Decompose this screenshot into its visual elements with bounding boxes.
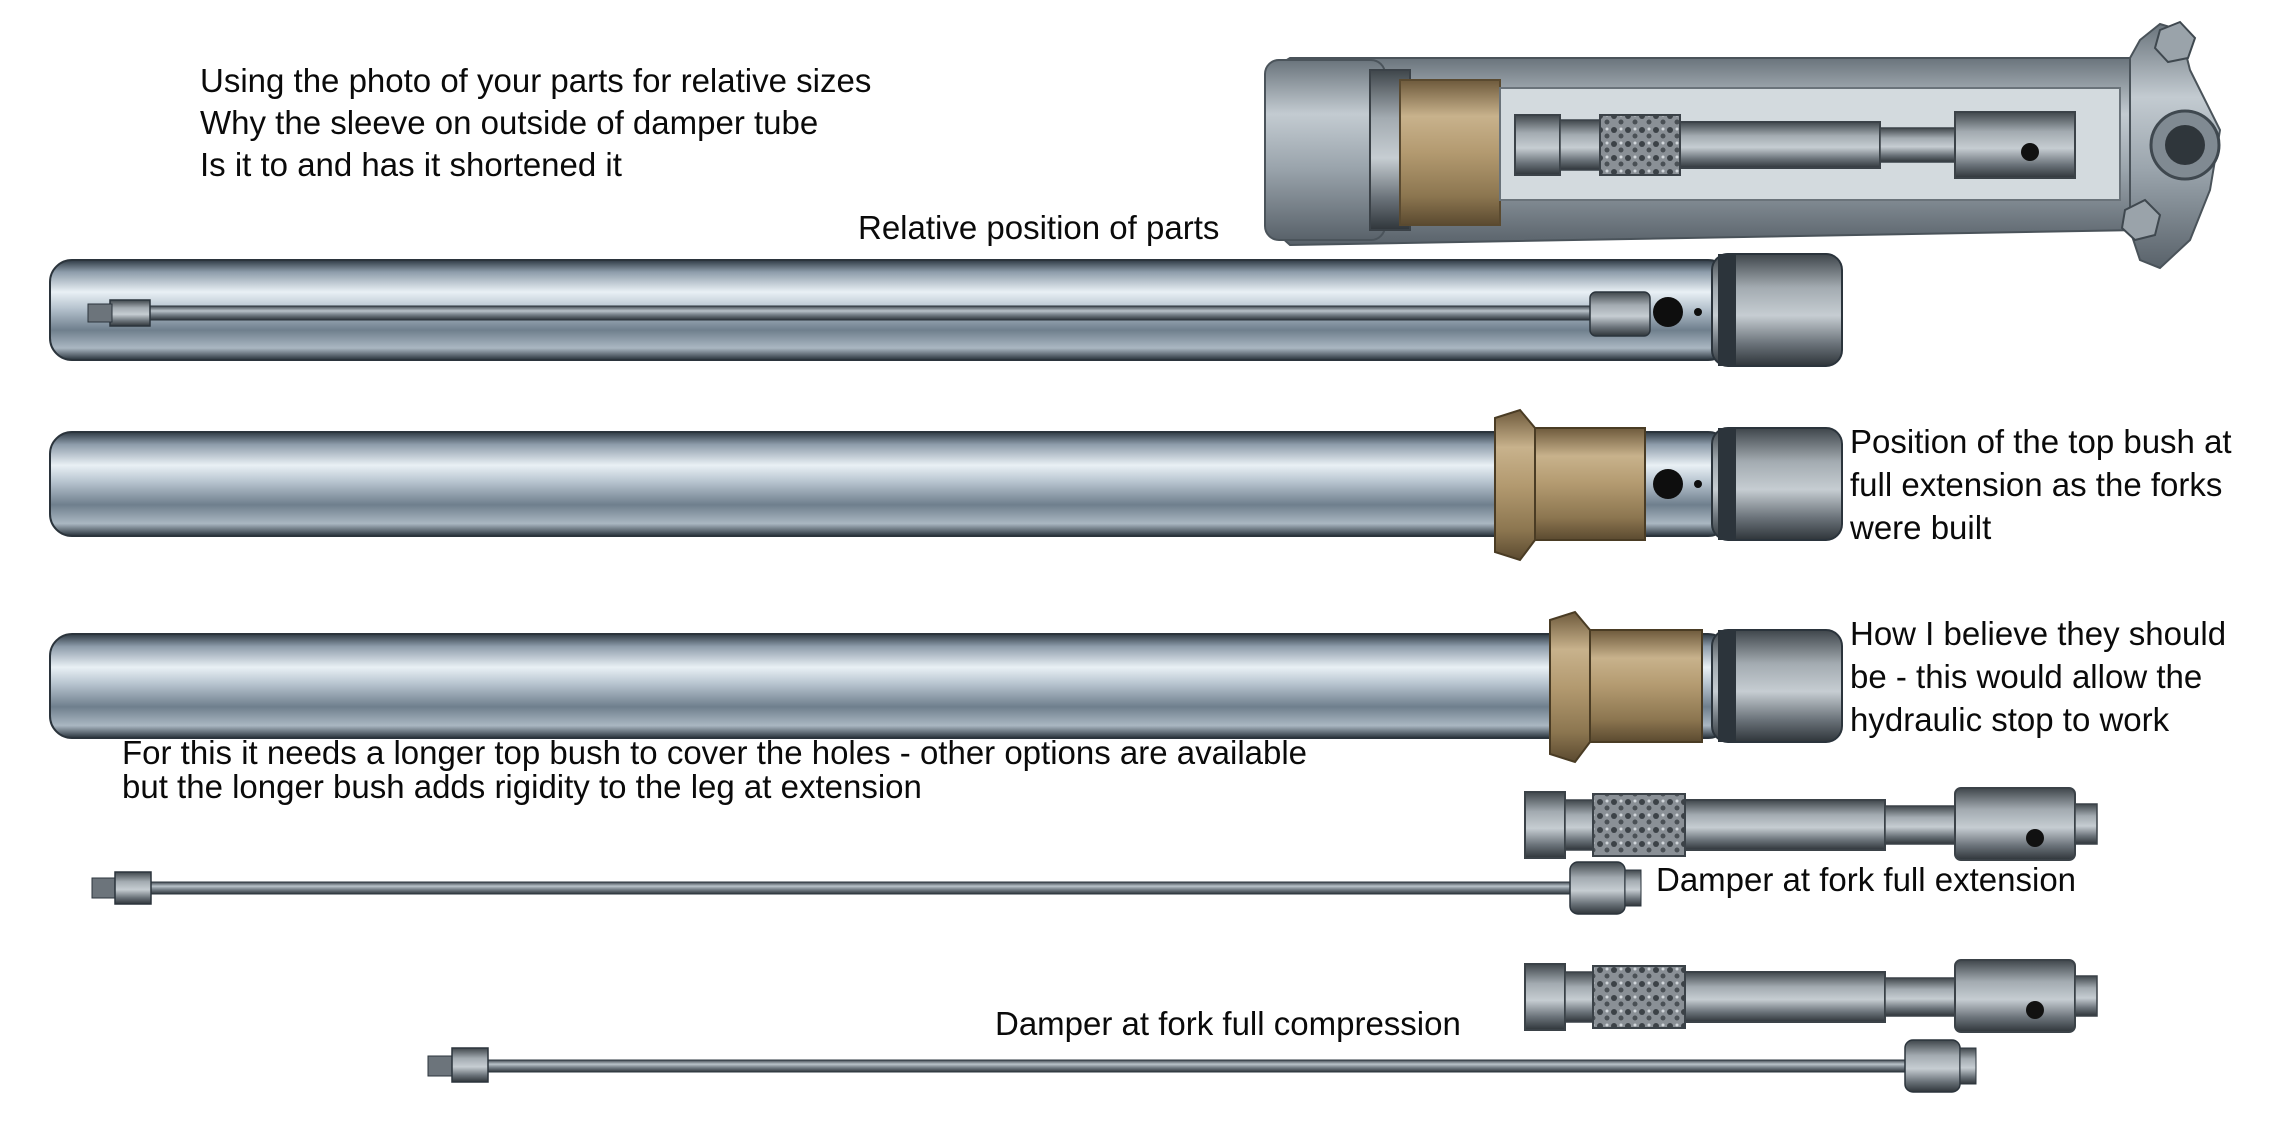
- proposed-position-label: How I believe they should be - this woul…: [1850, 612, 2226, 741]
- stanchion-bush-proposed: [49, 610, 1843, 764]
- stanchion-with-damper-rod: [49, 253, 1843, 367]
- damper-rod-extension: [91, 861, 1642, 915]
- built-position-line-1: Position of the top bush at: [1850, 423, 2232, 460]
- damper-compression-label: Damper at fork full compression: [995, 1005, 1461, 1042]
- proposed-position-line-2: be - this would allow the: [1850, 658, 2203, 695]
- longer-bush-line-1: For this it needs a longer top bush to c…: [122, 734, 1308, 771]
- built-position-label: Position of the top bush at full extensi…: [1850, 420, 2232, 549]
- longer-bush-note: For this it needs a longer top bush to c…: [122, 736, 1307, 804]
- damper-full-compression: [1524, 959, 2098, 1033]
- stanchion-bush-as-built: [49, 408, 1843, 562]
- intro-line-3: Is it to and has it shortened it: [200, 146, 622, 183]
- proposed-position-line-3: hydraulic stop to work: [1850, 701, 2170, 738]
- relative-position-label: Relative position of parts: [858, 209, 1220, 246]
- damper-full-extension: [1524, 787, 2098, 861]
- damper-extension-label: Damper at fork full extension: [1656, 861, 2077, 898]
- built-position-line-2: full extension as the forks: [1850, 466, 2223, 503]
- damper-inside-slider: [1514, 111, 2076, 179]
- damper-rod-compression: [427, 1039, 1977, 1093]
- longer-bush-line-2: but the longer bush adds rigidity to the…: [122, 768, 922, 805]
- built-position-line-3: were built: [1850, 509, 1992, 546]
- intro-line-2: Why the sleeve on outside of damper tube: [200, 104, 819, 141]
- intro-notes: Using the photo of your parts for relati…: [200, 60, 871, 186]
- intro-line-1: Using the photo of your parts for relati…: [200, 62, 872, 99]
- proposed-position-line-1: How I believe they should: [1850, 615, 2227, 652]
